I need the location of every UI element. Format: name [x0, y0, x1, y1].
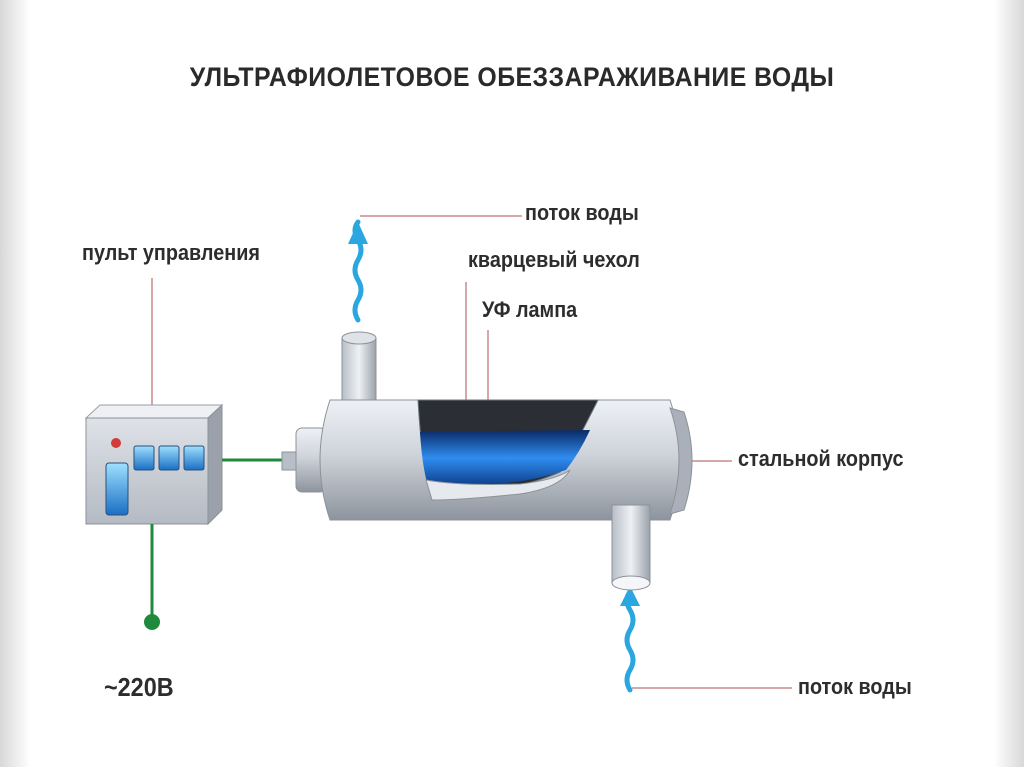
label-water-flow-in: поток воды	[798, 674, 912, 699]
label-uv-lamp: УФ лампа	[482, 297, 578, 322]
power-plug-icon	[144, 614, 160, 630]
left-edge-shade	[0, 0, 30, 767]
label-water-flow-out: поток воды	[525, 200, 639, 225]
uv-reactor-icon	[281, 331, 693, 591]
water-in-arrow-icon	[620, 586, 640, 693]
indicator-light	[111, 438, 121, 448]
right-edge-shade	[994, 0, 1024, 767]
diagram-title: УЛЬТРАФИОЛЕТОВОЕ ОБЕЗЗАРАЖИВАНИЕ ВОДЫ	[189, 62, 835, 92]
control-panel-icon	[84, 403, 224, 526]
power-wires	[150, 458, 290, 615]
label-quartz-sleeve: кварцевый чехол	[468, 247, 640, 272]
water-out-arrow-icon	[348, 219, 368, 323]
label-steel-body: стальной корпус	[738, 446, 904, 471]
label-control-panel: пульт управления	[82, 240, 260, 265]
label-voltage: ~220В	[104, 672, 174, 702]
